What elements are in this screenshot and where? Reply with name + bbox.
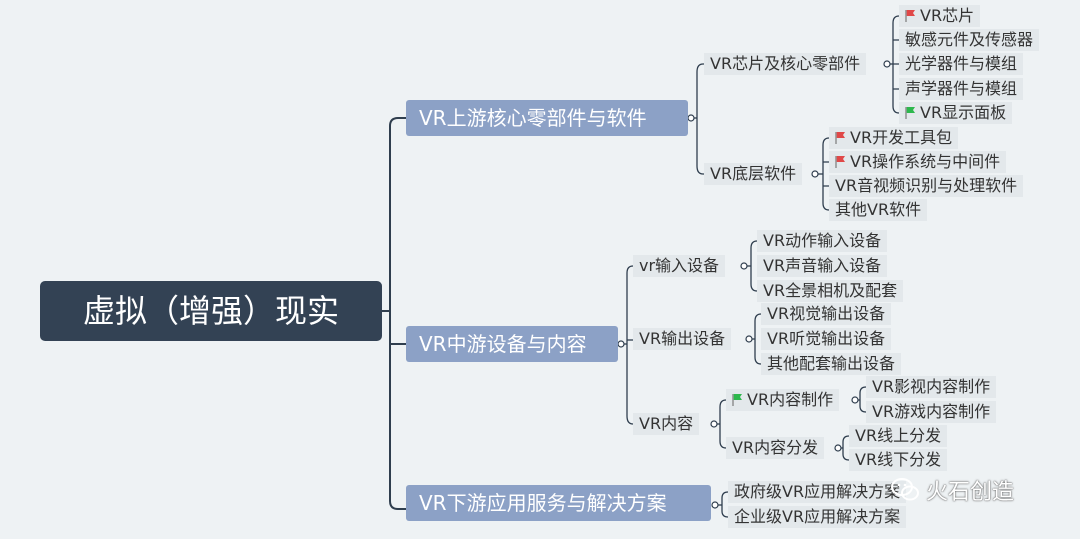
topic-vr-content-distribution[interactable]: VR内容分发 [726,437,825,459]
red-flag-icon [835,155,846,169]
watermark: 火石创造 [890,474,1014,506]
leaf-sensors[interactable]: 敏感元件及传感器 [899,29,1040,51]
wechat-icon [891,478,919,501]
watermark-text: 火石创造 [926,480,1015,505]
leaf-vr-display-panel[interactable]: VR显示面板 [899,102,1013,124]
topic-upstream[interactable]: VR上游核心零部件与软件 [406,100,688,136]
topic-label: VR内容制作 [747,390,834,409]
leaf-vr-chip[interactable]: VR芯片 [899,5,981,27]
leaf-vr-sdk[interactable]: VR开发工具包 [829,127,959,149]
topic-vr-content-production[interactable]: VR内容制作 [726,389,840,411]
topic-vr-base-software[interactable]: VR底层软件 [704,163,803,185]
leaf-sound-input[interactable]: VR声音输入设备 [757,255,888,277]
leaf-panoramic-camera[interactable]: VR全景相机及配套 [757,280,904,302]
topic-midstream[interactable]: VR中游设备与内容 [406,326,618,362]
topic-vr-input-devices[interactable]: vr输入设备 [633,255,726,277]
leaf-enterprise-solutions[interactable]: 企业级VR应用解决方案 [728,506,907,528]
green-flag-icon [905,106,916,120]
leaf-other-vr-software[interactable]: 其他VR软件 [829,199,928,221]
red-flag-icon [835,131,846,145]
leaf-other-output[interactable]: 其他配套输出设备 [761,353,902,375]
leaf-online-distribution[interactable]: VR线上分发 [849,425,948,447]
leaf-label: VR显示面板 [920,103,1007,122]
leaf-acoustic-modules[interactable]: 声学器件与模组 [899,78,1024,100]
leaf-label: VR芯片 [920,6,975,25]
topic-vr-chips-components[interactable]: VR芯片及核心零部件 [704,53,867,75]
leaf-vr-os-middleware[interactable]: VR操作系统与中间件 [829,151,1007,173]
green-flag-icon [732,393,743,407]
topic-vr-output-devices[interactable]: VR输出设备 [633,328,732,350]
leaf-audio-output[interactable]: VR听觉输出设备 [761,328,892,350]
leaf-vr-av-processing[interactable]: VR音视频识别与处理软件 [829,175,1024,197]
leaf-game-content[interactable]: VR游戏内容制作 [866,401,997,423]
leaf-motion-input[interactable]: VR动作输入设备 [757,230,888,252]
topic-downstream[interactable]: VR下游应用服务与解决方案 [406,485,711,521]
topic-vr-content[interactable]: VR内容 [633,413,700,435]
leaf-offline-distribution[interactable]: VR线下分发 [849,449,948,471]
leaf-visual-output[interactable]: VR视觉输出设备 [761,303,892,325]
leaf-film-content[interactable]: VR影视内容制作 [866,376,997,398]
leaf-label: VR开发工具包 [850,128,953,147]
leaf-government-solutions[interactable]: 政府级VR应用解决方案 [728,481,907,503]
root-topic[interactable]: 虚拟（增强）现实 [40,281,382,341]
leaf-label: VR操作系统与中间件 [850,152,1001,171]
leaf-optical-modules[interactable]: 光学器件与模组 [899,53,1024,75]
red-flag-icon [905,9,916,23]
